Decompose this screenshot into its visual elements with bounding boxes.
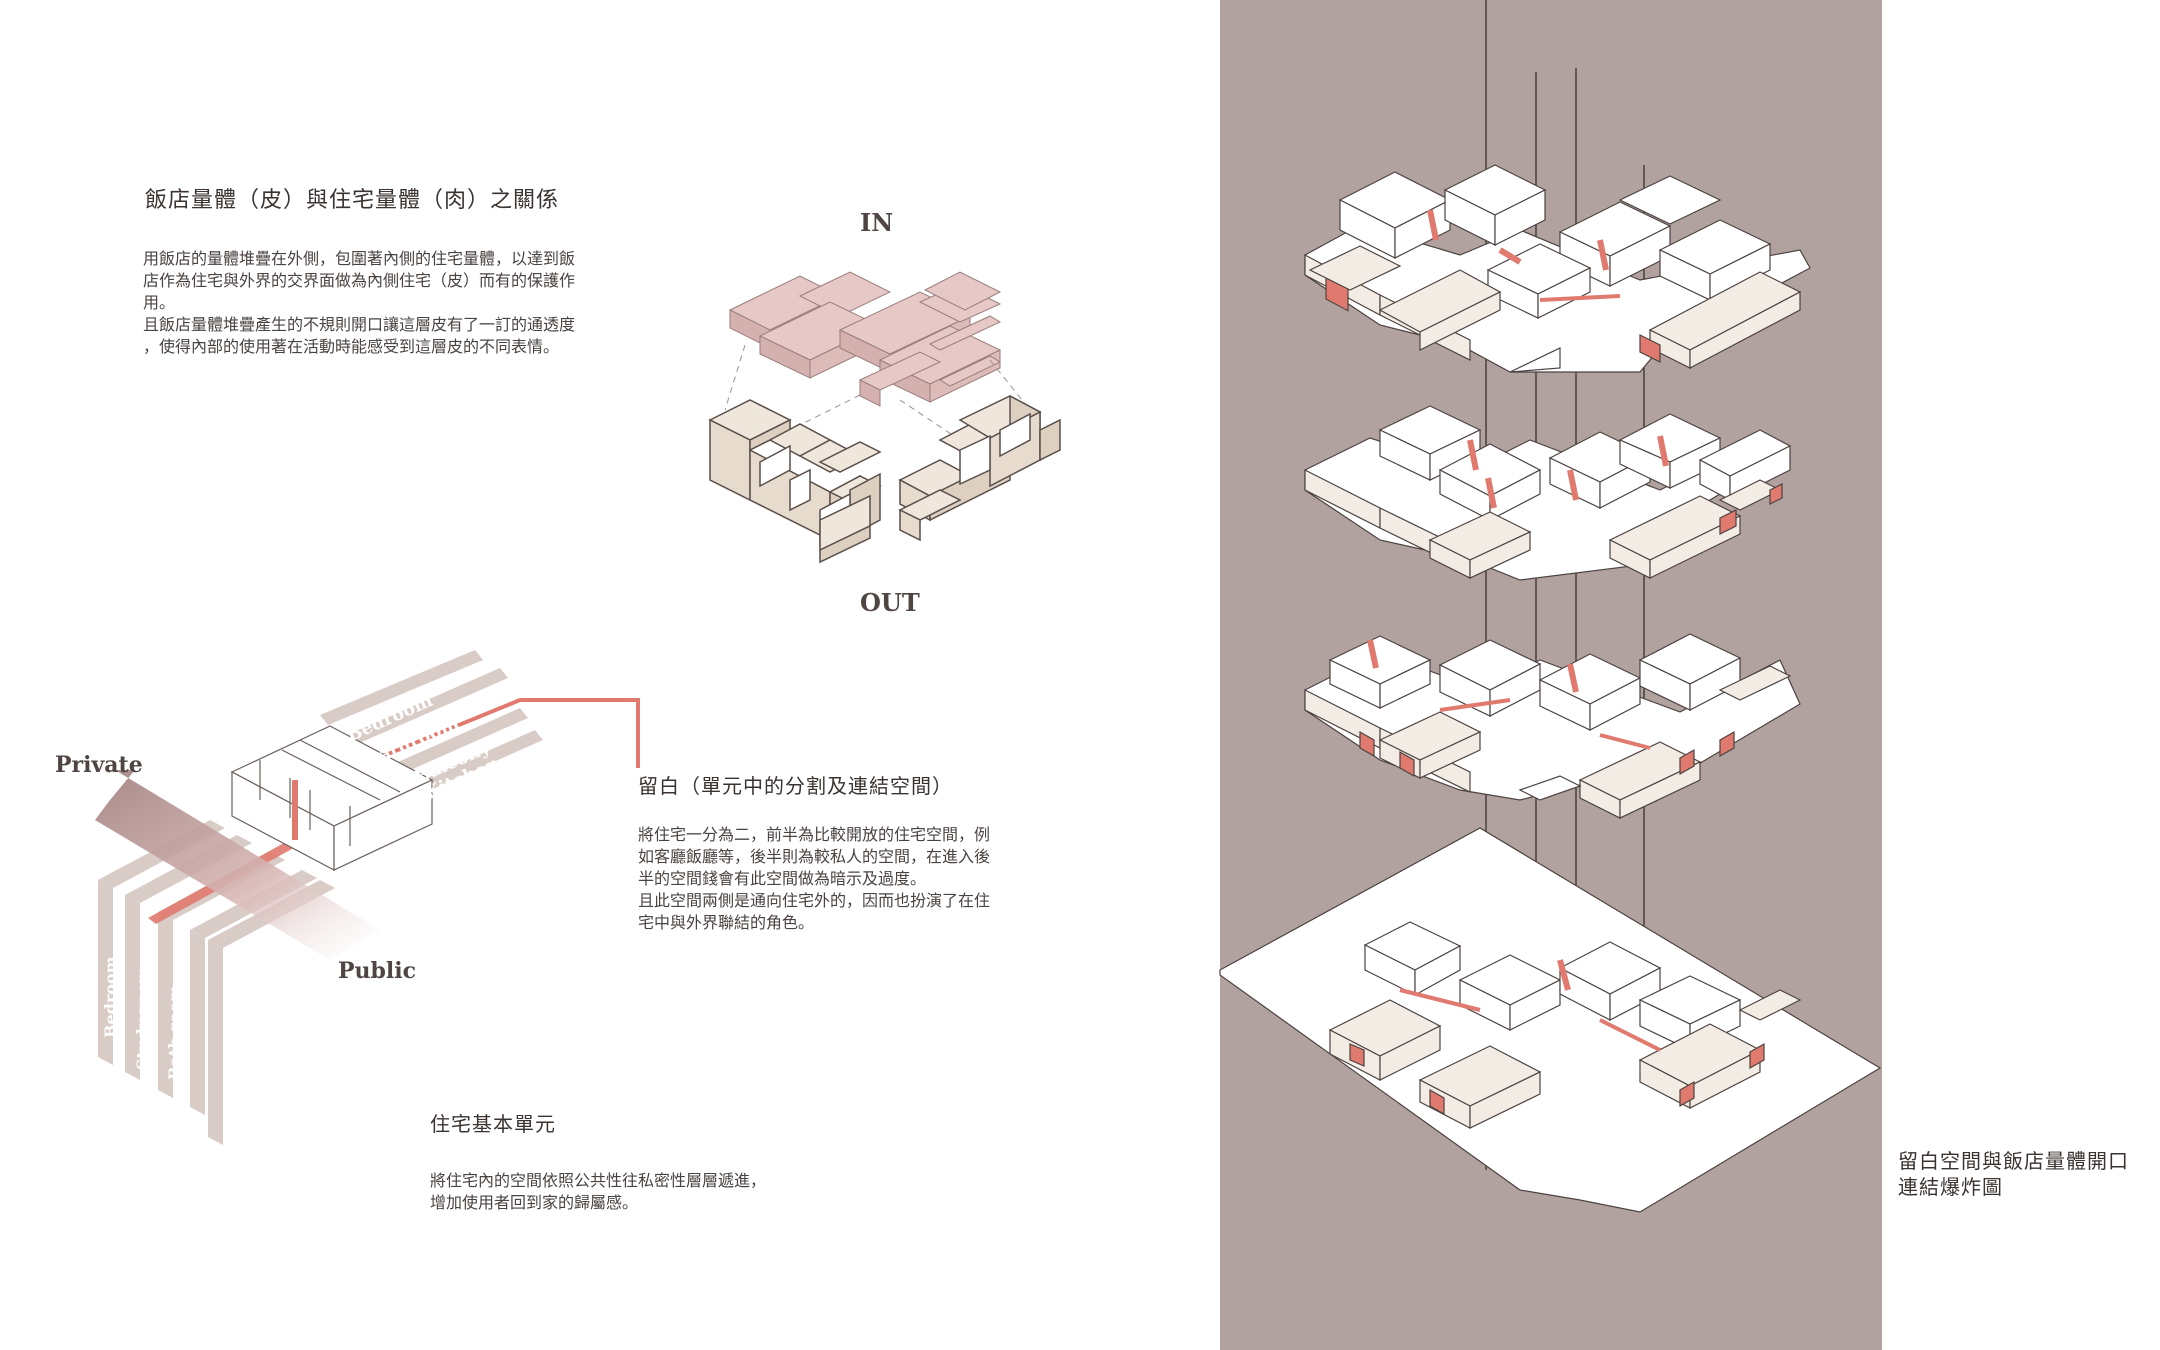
exploded-caption: 留白空間與飯店量體開口 連結爆炸圖 <box>1898 1148 2129 1200</box>
floor-level-3 <box>1304 633 1801 819</box>
section1-line: ，使得內部的使用著在活動時能感受到這層皮的不同表情。 <box>143 337 560 356</box>
section2-line: 且此空間兩側是通向住宅外的，因而也扮演了在住 <box>638 891 991 910</box>
floor-level-1 <box>1304 164 1811 373</box>
section2-line: 宅中與外界聯結的角色。 <box>638 913 815 932</box>
hotel-mass-pink <box>728 271 1002 407</box>
section3-line: 增加使用者回到家的歸屬感。 <box>430 1193 639 1212</box>
section1-body: 用飯店的量體堆疊在外側，包圍著內側的住宅量體，以達到飯 店作為住宅與外界的交界面… <box>143 248 663 358</box>
out-label: OUT <box>860 588 920 617</box>
section2-body: 將住宅一分為二，前半為比較開放的住宅空間，例 如客廳飯廳等，後半則為較私人的空間… <box>638 824 1018 934</box>
section2-line: 如客廳飯廳等，後半則為較私人的空間，在進入後 <box>638 847 991 866</box>
in-out-connectors <box>724 344 1031 441</box>
band-label-bath-room: Bath room <box>165 985 184 1080</box>
in-label: IN <box>860 208 894 237</box>
private-label: Private <box>55 752 143 778</box>
public-label: Public <box>338 958 416 984</box>
section2-line: 將住宅一分為二，前半為比較開放的住宅空間，例 <box>638 825 991 844</box>
section3-title: 住宅基本單元 <box>430 1112 556 1136</box>
section3-line: 將住宅內的空間依照公共性往私密性層層遞進， <box>430 1171 767 1190</box>
section1-line: 用飯店的量體堆疊在外側，包圍著內側的住宅量體，以達到飯 <box>143 249 576 268</box>
section1-line: 且飯店量體堆疊產生的不規則開口讓這層皮有了一訂的通透度 <box>143 315 576 334</box>
space-bands-upper <box>320 650 543 800</box>
section1-line: 店作為住宅與外界的交界面做為內側住宅（皮）而有的保護作 <box>143 271 576 290</box>
ground-plate <box>1219 827 1882 1213</box>
section1-title: 飯店量體（皮）與住宅量體（肉）之關係 <box>145 188 560 213</box>
residential-frame-left <box>708 399 882 564</box>
section2-title: 留白（單元中的分割及連結空間） <box>638 774 953 798</box>
unit-accent-slot <box>292 780 298 840</box>
section3-body: 將住宅內的空間依照公共性往私密性層層遞進， 增加使用者回到家的歸屬感。 <box>430 1170 850 1214</box>
exploded-caption-line: 留白空間與飯店量體開口 <box>1898 1149 2129 1173</box>
residential-frame-right <box>898 394 1061 542</box>
band-label-study-room: Study room <box>133 967 152 1070</box>
exploded-caption-line: 連結爆炸圖 <box>1898 1175 2003 1199</box>
band-label-bedroom-lower: Bedroom <box>101 956 120 1038</box>
section1-line: 用。 <box>143 293 176 312</box>
floor-level-2 <box>1304 405 1792 581</box>
unit-floorplan <box>230 725 434 871</box>
accent-line-upper <box>299 698 640 792</box>
section2-line: 半的空間錢會有此空間做為暗示及過度。 <box>638 869 927 888</box>
private-public-arrow-icon <box>80 770 380 960</box>
